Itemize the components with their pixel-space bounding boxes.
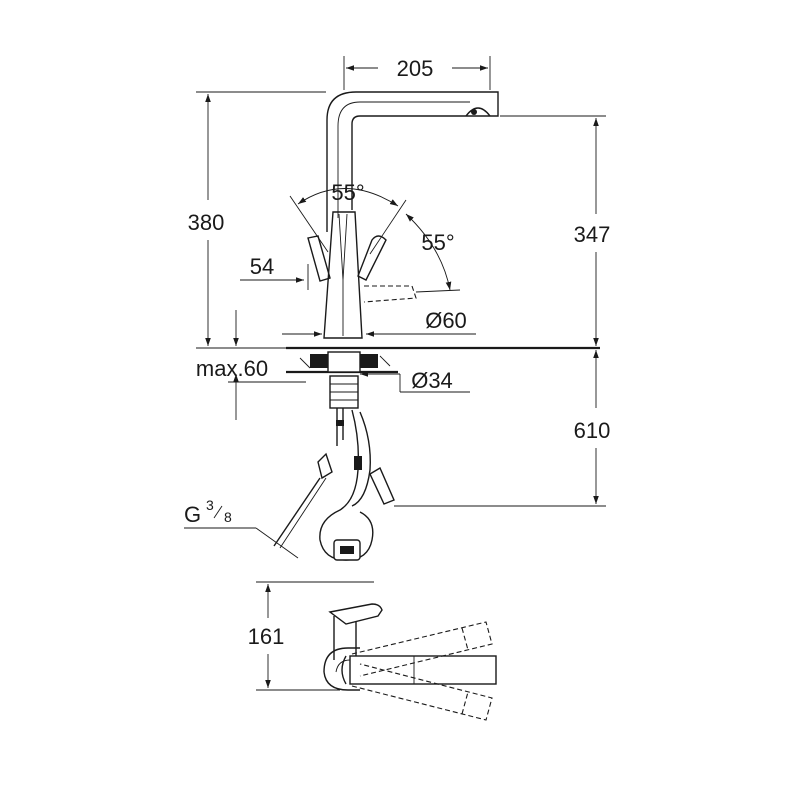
dim-55-top-label: 55° [331, 180, 364, 205]
faucet-spout [326, 91, 499, 232]
dim-60-label: Ø60 [425, 308, 467, 333]
faucet-body [307, 211, 417, 339]
mounting-assembly [273, 375, 395, 561]
dimension-610: 610 [394, 350, 611, 507]
faucet-top-view [323, 603, 497, 721]
dimension-55-top: 55° [289, 180, 407, 255]
thread-denominator: 8 [224, 509, 232, 525]
dimension-max60: max.60 [196, 310, 306, 420]
dimension-60-diameter: Ø60 [282, 308, 476, 337]
thread-label: G 3 8 [184, 497, 299, 559]
dim-610-label: 610 [574, 418, 611, 443]
dim-161-label: 161 [248, 624, 285, 649]
dim-380-label: 380 [188, 210, 225, 235]
dimension-380: 380 [188, 91, 326, 349]
dim-347-label: 347 [574, 222, 611, 247]
dim-34-label: Ø34 [411, 368, 453, 393]
dimension-161: 161 [248, 581, 374, 691]
dimension-34-diameter: Ø34 [360, 368, 470, 393]
countertop [286, 346, 600, 374]
dimension-205: 205 [343, 56, 491, 90]
dim-54-label: 54 [250, 254, 274, 279]
thread-g-label: G [184, 502, 201, 527]
dim-205-label: 205 [397, 56, 434, 81]
dimension-347: 347 [500, 115, 611, 346]
thread-numerator: 3 [206, 497, 214, 513]
dim-55-side-label: 55° [421, 230, 454, 255]
dimension-55-side: 55° [405, 213, 461, 293]
dimension-54: 54 [240, 254, 309, 290]
dim-max60-label: max.60 [196, 356, 268, 381]
